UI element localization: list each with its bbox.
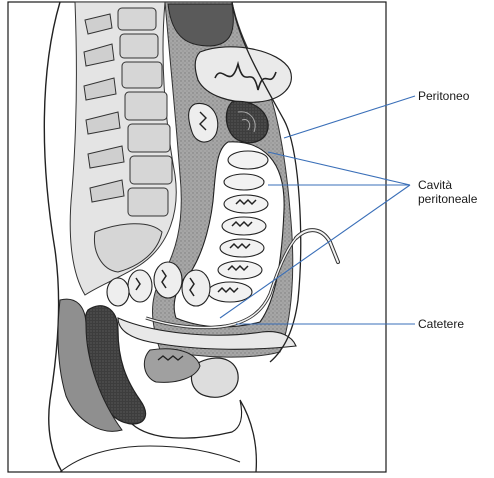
label-peritoneo: Peritoneo bbox=[418, 89, 469, 103]
leader-cavita-1 bbox=[268, 152, 410, 185]
label-cavita-line2: peritoneale bbox=[418, 192, 477, 206]
leader-peritoneo bbox=[284, 96, 415, 138]
label-catetere: Catetere bbox=[418, 317, 464, 331]
back-skin-outline bbox=[44, 2, 62, 472]
front-skin-outline-lower bbox=[240, 400, 256, 472]
label-cavita-line1: Cavità bbox=[418, 178, 452, 192]
